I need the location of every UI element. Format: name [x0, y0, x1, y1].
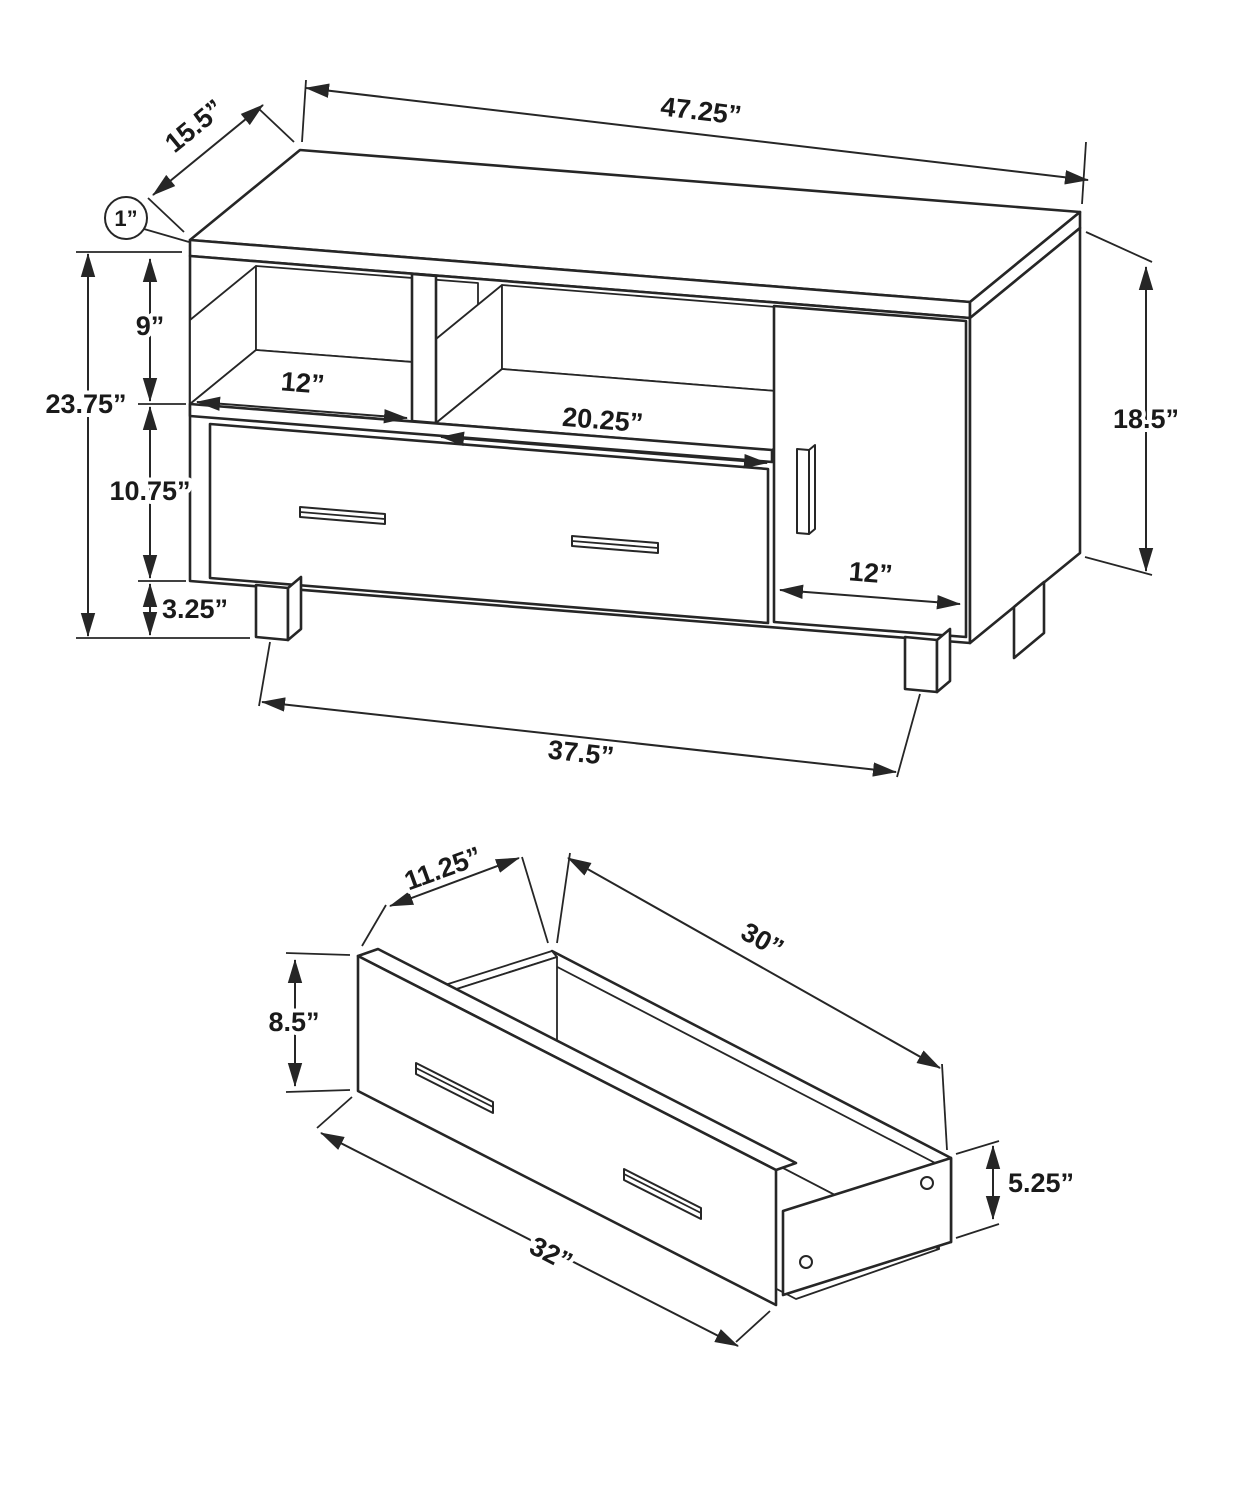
drawer-handle-right-bevel — [571, 540, 659, 549]
front-left-leg — [254, 583, 290, 642]
dim-side-panel-height-label: 18.5” — [1113, 404, 1179, 434]
dim-drawer-front-height-label: 8.5” — [268, 1007, 319, 1037]
cam-hole-front — [799, 1255, 813, 1269]
dim-leg-span-label: 37.5” — [547, 735, 616, 772]
dim-drawer-depth-label: 11.25” — [400, 841, 485, 896]
cabinet-door — [772, 304, 968, 639]
cam-hole-back — [920, 1176, 934, 1190]
front-right-leg — [903, 635, 939, 694]
dim-base-height: 3.25” — [142, 583, 232, 636]
dim-drawer-side-height: 5.25” — [955, 1140, 1078, 1239]
dim-door-width-label: 12” — [848, 556, 894, 589]
dim-drawer-front-width-label: 32” — [525, 1231, 577, 1278]
front-right-leg-side — [935, 627, 952, 694]
dim-top-thickness: 1” — [104, 196, 190, 243]
dim-left-cubby-width-label: 12” — [280, 366, 326, 399]
dim-open-shelf-height: 9” — [132, 258, 186, 405]
dim-top-thickness-label: 1” — [114, 206, 137, 231]
dim-drawer-side-height-label: 5.25” — [1008, 1168, 1074, 1198]
door-handle — [796, 448, 810, 535]
rear-right-leg — [1012, 580, 1046, 660]
dim-drawer-section-height: 10.75” — [105, 406, 195, 582]
dim-top-depth-label: 15.5” — [159, 94, 229, 159]
dim-side-panel-height: 18.5” — [1084, 231, 1183, 576]
dim-drawer-front-height: 8.5” — [264, 952, 351, 1093]
dim-overall-height: 23.75” — [41, 251, 250, 639]
dim-base-height-label: 3.25” — [162, 594, 228, 624]
tv-stand-right-side-panel — [968, 226, 1082, 645]
dim-leg-span: 37.5” — [258, 641, 921, 778]
dim-open-shelf-height-label: 9” — [136, 311, 165, 341]
tv-stand-drawing: 15.5” 47.25” 1” 23.75” 9” — [41, 79, 1183, 778]
drawer-detail-handle-left-bevel — [415, 1067, 494, 1108]
front-left-leg-side — [286, 575, 303, 642]
dim-overall-height-label: 23.75” — [45, 389, 126, 419]
door-handle-side — [808, 444, 816, 535]
drawer-handle-left-bevel — [299, 511, 386, 520]
dim-drawer-section-height-label: 10.75” — [109, 476, 190, 506]
dim-drawer-depth: 11.25” — [361, 837, 549, 947]
drawer-drawing: 8.5” 11.25” 30” 32” 5.25” — [264, 837, 1078, 1347]
dim-top-width-label: 47.25” — [659, 91, 743, 130]
center-divider-front-edge — [410, 272, 438, 425]
drawer-right-wall-outer — [781, 1156, 953, 1297]
